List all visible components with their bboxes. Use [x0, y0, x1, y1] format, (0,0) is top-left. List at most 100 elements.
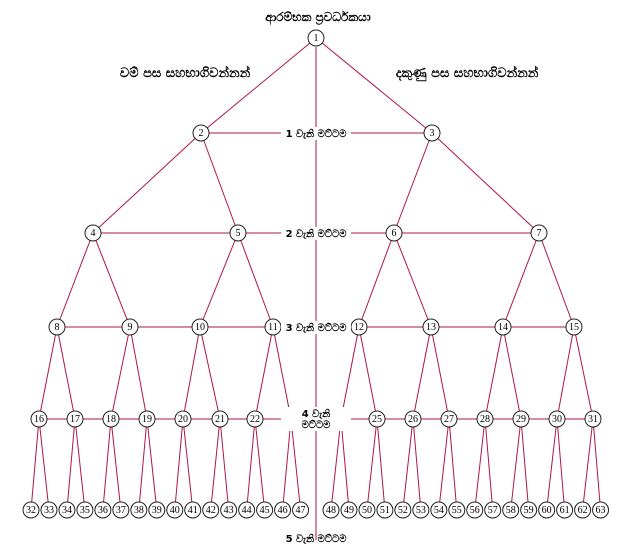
node-circle	[494, 318, 512, 336]
node-circle	[246, 410, 264, 428]
node-55: 55	[448, 501, 466, 519]
node-32: 32	[22, 501, 40, 519]
node-57: 57	[484, 501, 502, 519]
node-number: 37	[116, 505, 126, 516]
node-number: 33	[44, 505, 54, 516]
node-number: 41	[188, 505, 198, 516]
node-number: 49	[344, 505, 354, 516]
node-circle	[202, 501, 220, 519]
node-number: 51	[380, 505, 390, 516]
node-circle	[191, 318, 209, 336]
level-line-layer	[39, 47, 593, 540]
node-circle	[166, 501, 184, 519]
edge-8-16	[38, 326, 58, 420]
edge-27-55	[448, 418, 458, 511]
edge-4-9	[92, 232, 131, 328]
node-circle	[530, 224, 548, 242]
node-number: 59	[524, 505, 534, 516]
node-51: 51	[376, 501, 394, 519]
edge-30-61	[556, 418, 566, 511]
edge-14-28	[484, 326, 504, 420]
node-circle	[40, 501, 58, 519]
node-number: 21	[215, 414, 225, 425]
node-number: 58	[506, 505, 516, 516]
node-31: 31	[584, 410, 602, 428]
edge-21-43	[219, 418, 230, 511]
node-29: 29	[512, 410, 530, 428]
node-number: 30	[552, 414, 562, 425]
node-circle	[430, 501, 448, 519]
node-circle	[466, 501, 484, 519]
edge-6-13	[393, 232, 432, 328]
edge-25-50	[366, 418, 378, 511]
level-label-background	[281, 321, 351, 334]
label-layer: ආරම්භක ප්‍රවර්ධකයා වම් පස සහභාගිවන්නන් ද…	[120, 10, 539, 545]
node-circle	[484, 501, 502, 519]
node-number: 6	[392, 228, 397, 239]
edge-9-18	[110, 326, 131, 420]
node-number: 2	[199, 128, 204, 139]
node-number: 17	[70, 414, 80, 425]
node-number: 1	[314, 33, 319, 44]
node-circle	[130, 501, 148, 519]
node-circle	[565, 318, 583, 336]
node-number: 32	[26, 505, 36, 516]
edge-20-40	[174, 418, 184, 511]
edge-8-17	[56, 326, 76, 420]
node-number: 4	[91, 228, 96, 239]
edge-22-44	[246, 418, 256, 511]
node-number: 52	[398, 505, 408, 516]
node-circle	[58, 501, 76, 519]
node-38: 38	[130, 501, 148, 519]
level-label-1: 1 වැනි මට්ටම	[286, 127, 348, 140]
edge-17-34	[66, 418, 76, 511]
node-circle	[376, 501, 394, 519]
edge-2-4	[92, 132, 202, 234]
node-number: 8	[55, 322, 60, 333]
node-33: 33	[40, 501, 58, 519]
edge-3-6	[393, 132, 433, 234]
node-circle	[76, 501, 94, 519]
node-circle	[548, 410, 566, 428]
node-39: 39	[148, 501, 166, 519]
node-circle	[307, 29, 325, 47]
node-circle	[476, 410, 494, 428]
edge-22-45	[254, 418, 266, 511]
node-number: 56	[470, 505, 480, 516]
edge-28-56	[474, 418, 486, 511]
node-number: 54	[434, 505, 444, 516]
node-circle	[448, 501, 466, 519]
edge-21-42	[210, 418, 221, 511]
node-circle	[256, 501, 274, 519]
node-60: 60	[538, 501, 556, 519]
node-3: 3	[423, 124, 441, 142]
edge-11-22	[254, 326, 274, 420]
diagram-title: ආරම්භක ප්‍රවර්ධකයා	[265, 10, 371, 26]
node-54: 54	[430, 501, 448, 519]
node-circle	[423, 124, 441, 142]
edge-layer	[30, 37, 602, 511]
node-circle	[340, 501, 358, 519]
node-50: 50	[358, 501, 376, 519]
level-label-background	[281, 407, 351, 431]
edge-12-24	[340, 326, 360, 420]
node-number: 26	[408, 414, 418, 425]
node-number: 34	[62, 505, 72, 516]
node-circle	[584, 410, 602, 428]
node-22: 22	[246, 410, 264, 428]
edge-17-35	[74, 418, 86, 511]
edge-28-57	[484, 418, 494, 511]
edge-30-60	[546, 418, 558, 511]
edge-16-33	[38, 418, 50, 511]
node-35: 35	[76, 501, 94, 519]
edge-18-37	[110, 418, 122, 511]
node-number: 42	[206, 505, 216, 516]
node-4: 4	[84, 224, 102, 242]
node-circle	[440, 410, 458, 428]
edge-24-48	[330, 418, 342, 511]
edge-1-3	[315, 37, 433, 134]
node-58: 58	[502, 501, 520, 519]
node-number: 53	[416, 505, 426, 516]
edge-15-30	[556, 326, 575, 420]
